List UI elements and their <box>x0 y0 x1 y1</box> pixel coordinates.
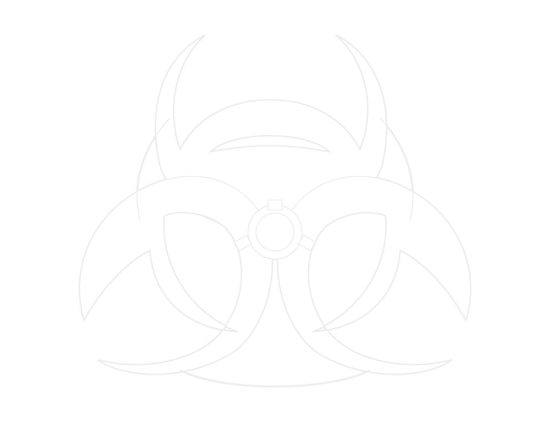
right-lobe <box>277 175 471 375</box>
outer-ring-bottom <box>179 369 371 387</box>
center-notch-top <box>267 199 283 211</box>
biohazard-symbol <box>79 34 471 387</box>
outer-ring <box>136 117 171 221</box>
center-notch-left <box>233 234 253 252</box>
center-notch-right <box>297 234 317 252</box>
outer-ring-right <box>379 117 414 221</box>
left-lobe <box>79 175 273 375</box>
center-hole <box>255 212 295 252</box>
